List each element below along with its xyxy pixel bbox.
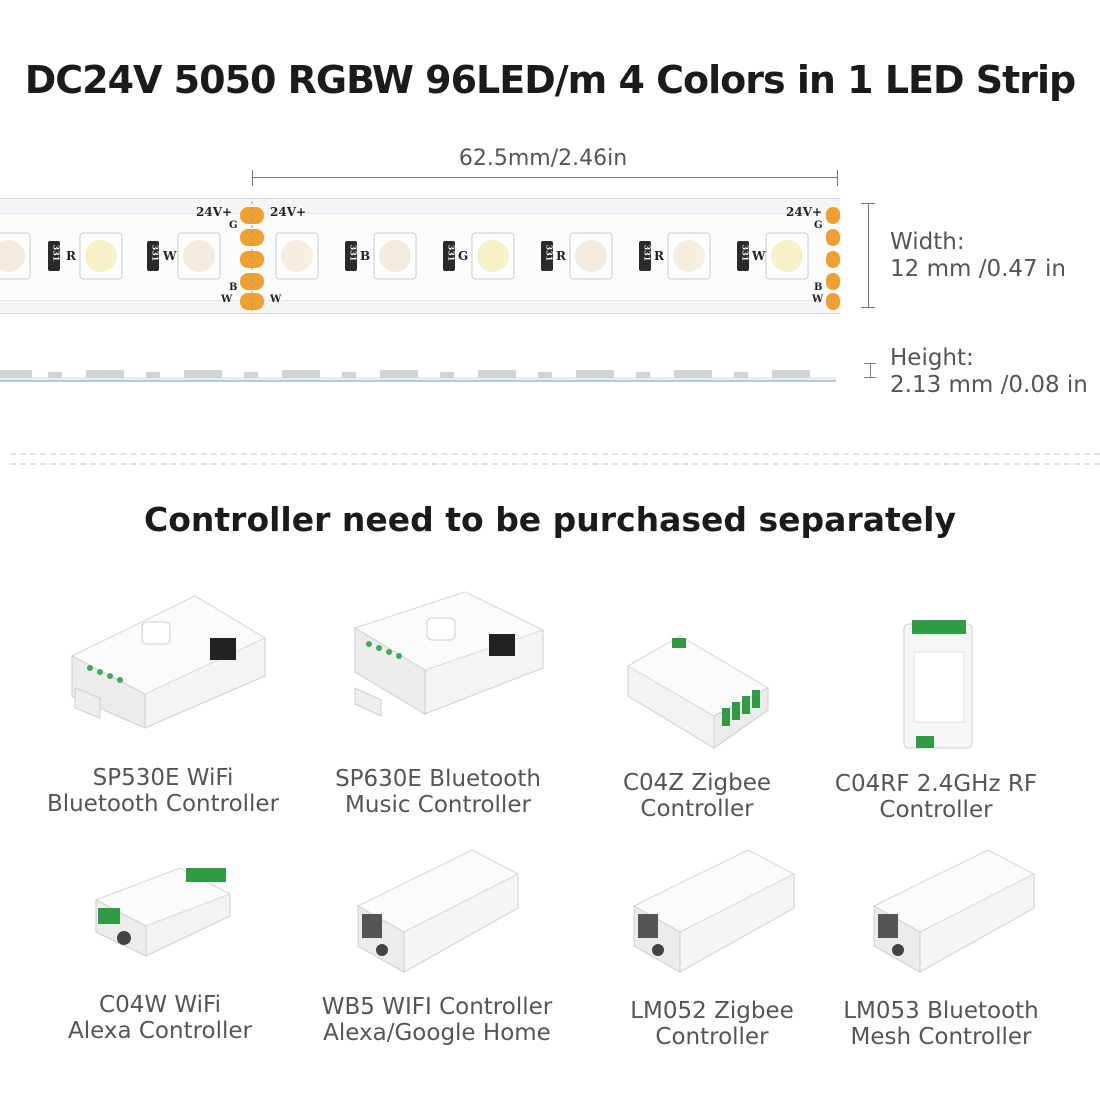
controller-caption: C04Z Zigbee Controller [590, 770, 804, 822]
led-strip-side-view [0, 370, 836, 382]
led-chip [79, 232, 123, 280]
sp630e-controller-image [353, 591, 545, 717]
controller-name: C04RF 2.4GHz RF [834, 771, 1038, 797]
width-label: Width: [890, 229, 965, 255]
solder-pads [240, 207, 840, 310]
segment-length-line [252, 177, 838, 178]
controller-desc: Controller [640, 796, 754, 822]
led-chip [0, 232, 31, 280]
controller-name: SP530E WiFi [92, 765, 234, 791]
resistor [48, 241, 749, 271]
segment-length-label: 62.5mm/2.46in [458, 146, 628, 171]
controller-desc: Controller [655, 1024, 769, 1050]
controller-caption: LM053 Bluetooth Mesh Controller [836, 998, 1046, 1050]
controller-name: WB5 WIFI Controller [321, 994, 553, 1020]
led-chip [275, 232, 319, 280]
controller-name: SP630E Bluetooth [335, 766, 541, 792]
height-value: 2.13 mm /0.08 in [890, 372, 1088, 398]
width-bar [868, 203, 869, 308]
controller-name: LM053 Bluetooth [843, 998, 1039, 1024]
led-strip-top-view [0, 198, 840, 314]
controller-caption: C04RF 2.4GHz RF Controller [826, 771, 1046, 823]
controller-desc: Controller [879, 797, 993, 823]
controller-caption: C04W WiFi Alexa Controller [60, 992, 260, 1044]
controller-name: LM052 Zigbee [630, 998, 794, 1024]
lm052-controller-image [632, 849, 796, 973]
page-title: DC24V 5050 RGBW 96LED/m 4 Colors in 1 LE… [24, 58, 1077, 102]
divider [10, 453, 1100, 455]
led-strip-drawing [0, 201, 840, 311]
led-chip [373, 232, 417, 280]
section-title: Controller need to be purchased separate… [144, 500, 956, 539]
controller-name: C04Z Zigbee [622, 770, 772, 796]
lm053-controller-image [872, 849, 1036, 973]
c04w-controller-image [94, 867, 232, 957]
controller-caption: LM052 Zigbee Controller [612, 998, 812, 1050]
height-bar [870, 363, 871, 377]
led-chip [667, 232, 711, 280]
controller-desc: Music Controller [345, 792, 531, 818]
controller-name: C04W WiFi [99, 992, 221, 1018]
led-chip [569, 232, 613, 280]
led-chip [471, 232, 515, 280]
height-cap-bottom [864, 377, 876, 378]
height-label: Height: [890, 345, 974, 371]
controller-desc: Mesh Controller [850, 1024, 1032, 1050]
controller-caption: WB5 WIFI Controller Alexa/Google Home [312, 994, 562, 1046]
led-chip [177, 232, 221, 280]
controller-desc: Alexa/Google Home [323, 1020, 551, 1046]
controller-desc: Bluetooth Controller [46, 791, 280, 817]
wb5-controller-image [356, 849, 520, 973]
controller-desc: Alexa Controller [67, 1018, 253, 1044]
width-cap-bottom [861, 307, 875, 308]
c04z-controller-image [627, 635, 770, 749]
segment-start-tick [252, 170, 253, 186]
controller-caption: SP530E WiFi Bluetooth Controller [40, 765, 286, 817]
sp530e-controller-image [70, 595, 267, 729]
segment-end-tick [837, 170, 838, 186]
led-chip [765, 232, 809, 280]
controller-caption: SP630E Bluetooth Music Controller [320, 766, 556, 818]
divider [10, 463, 1100, 465]
width-value: 12 mm /0.47 in [890, 256, 1066, 282]
c04rf-controller-image [903, 620, 973, 749]
